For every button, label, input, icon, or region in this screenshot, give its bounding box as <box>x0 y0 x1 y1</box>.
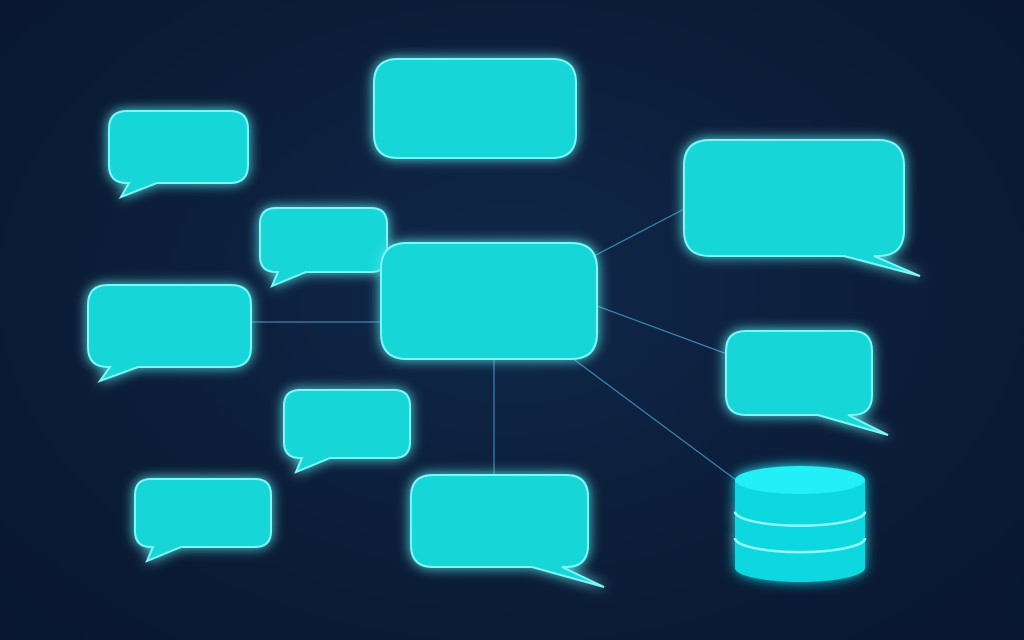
bubble-left-speech-bubble-icon <box>87 284 252 384</box>
bubble-right-top-speech-bubble-icon <box>683 139 921 277</box>
database-band-2 <box>733 537 867 554</box>
database-band-1 <box>733 511 867 527</box>
connector-bubble-hub-to-bubble-right-mid <box>596 305 728 355</box>
bubble-mid-left-small-speech-bubble-icon <box>259 207 388 288</box>
bubble-bottom-center-speech-bubble-icon <box>410 474 605 588</box>
bubble-top-left-speech-bubble-icon <box>108 110 249 199</box>
bubble-hub-speech-bubble-icon <box>380 242 598 360</box>
connector-lines <box>251 207 737 481</box>
connector-bubble-hub-to-database <box>571 357 737 481</box>
bubble-top-center-speech-bubble-icon <box>373 58 577 159</box>
bubble-lower-left-mid-speech-bubble-icon <box>283 389 411 474</box>
bubble-right-mid-speech-bubble-icon <box>725 330 889 436</box>
bubble-bottom-left-speech-bubble-icon <box>134 478 272 563</box>
diagram-nodes <box>87 58 921 588</box>
database-body <box>735 480 865 582</box>
database-icon <box>733 466 867 582</box>
database-top <box>735 466 865 494</box>
connector-bubble-hub-to-bubble-right-top <box>593 207 687 257</box>
